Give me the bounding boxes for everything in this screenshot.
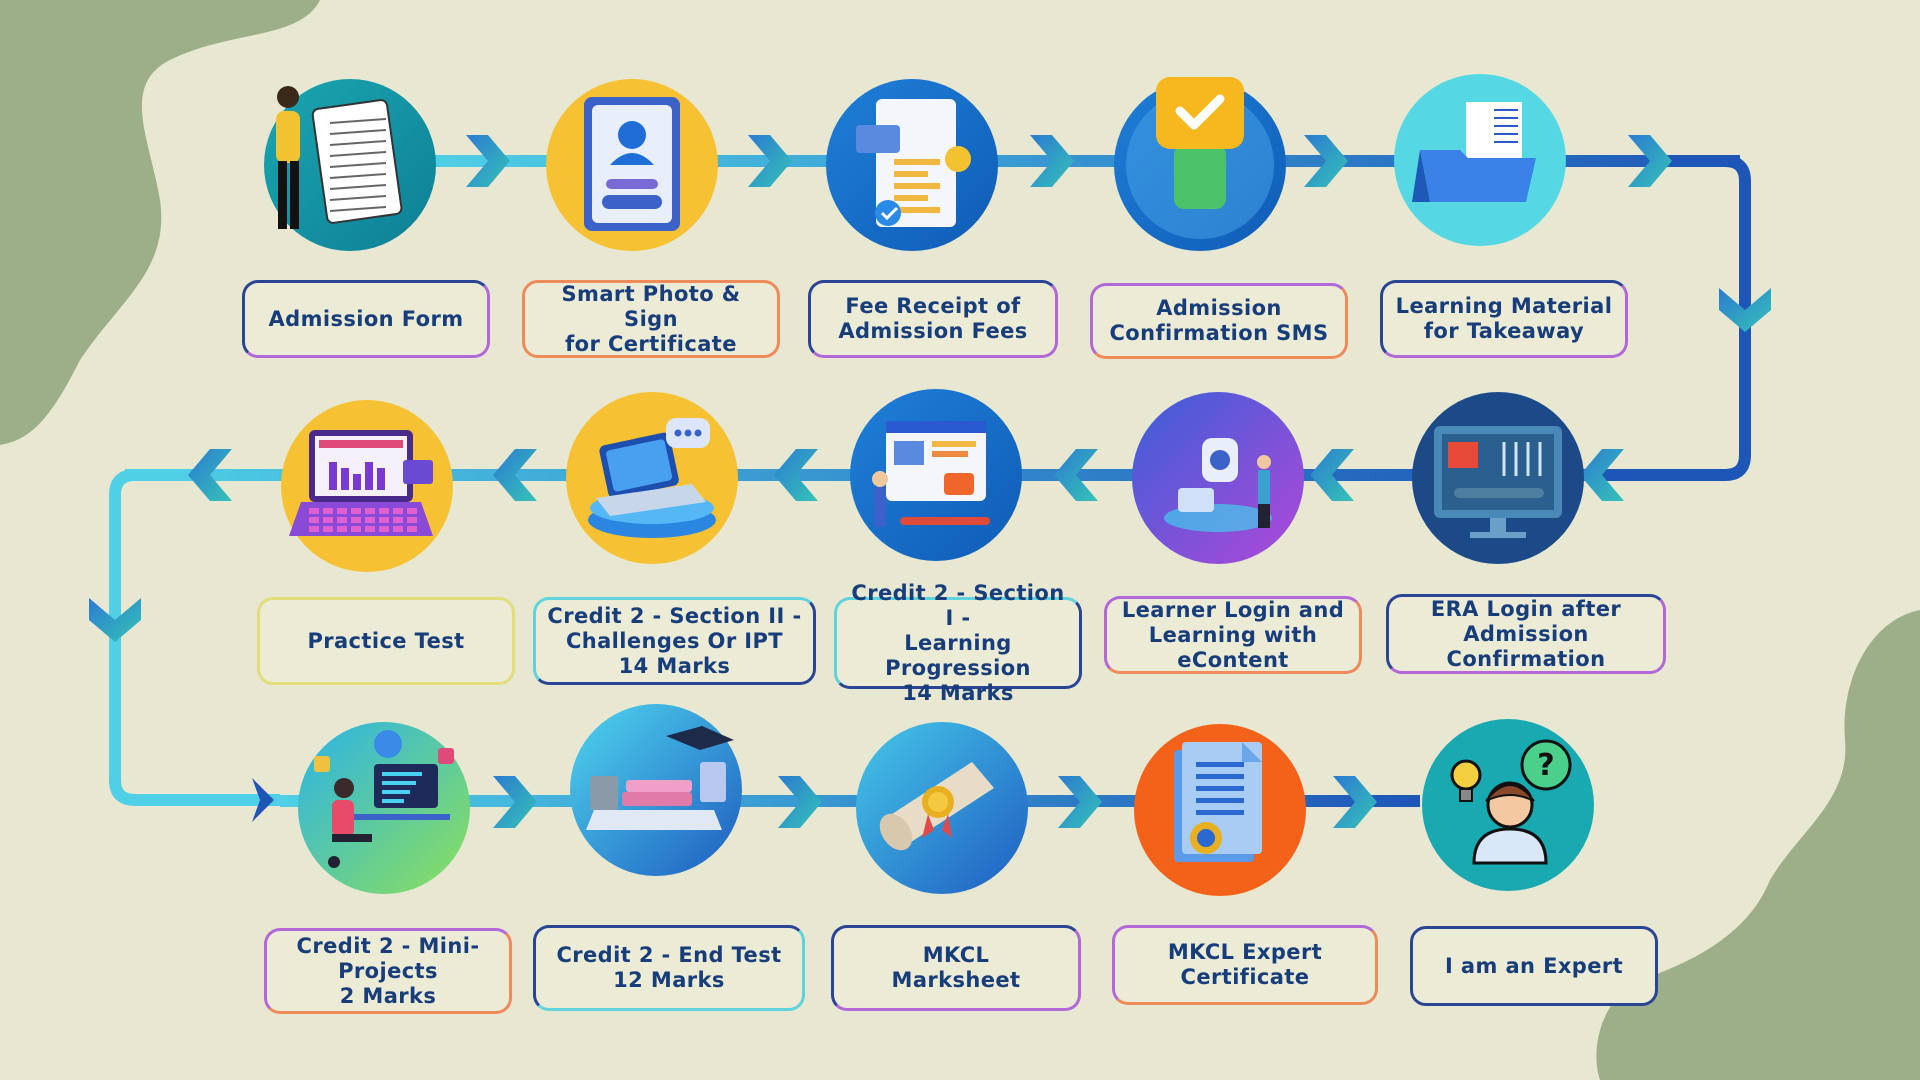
step-label: Admission Confirmation SMS (1109, 296, 1329, 345)
step-3 (826, 79, 998, 251)
folder-icon (1412, 102, 1536, 202)
step-label-box: Learning Material for Takeaway (1380, 280, 1628, 358)
step-label-box: Practice Test (257, 597, 515, 685)
step-label: MKCL Expert Certificate (1167, 940, 1323, 989)
step-label: MKCL Marksheet (891, 943, 1021, 992)
receipt-icon (856, 99, 971, 227)
sms-check-icon (1126, 77, 1274, 239)
step-label-box: MKCL Marksheet (831, 925, 1081, 1011)
step-label-box: Fee Receipt of Admission Fees (808, 280, 1058, 358)
step-label: Smart Photo & Sign for Certificate (561, 281, 741, 356)
flow-arrow-chevron (493, 776, 537, 828)
step-label-box: Admission Confirmation SMS (1090, 283, 1348, 359)
flow-arrow-chevron (748, 135, 792, 187)
step-13 (856, 722, 1028, 894)
monitor-icon (1434, 426, 1562, 538)
certificate-icon (1174, 742, 1262, 862)
step-15: ? (1422, 719, 1594, 891)
flow-arrow-chevron (252, 778, 274, 822)
flow-arrow-chevron (1058, 776, 1102, 828)
flow-arrow-chevron (188, 449, 232, 501)
flow-arrow-chevron (1580, 449, 1624, 501)
step-1 (264, 79, 436, 251)
flow-arrow-chevron (774, 449, 818, 501)
step-label: Practice Test (307, 628, 465, 653)
step-6 (1412, 392, 1584, 564)
study-desk-icon (586, 726, 734, 830)
laptop-chat-icon (588, 418, 716, 538)
expert-icon: ? (1450, 739, 1572, 865)
step-label-box: Admission Form (242, 280, 490, 358)
step-8 (850, 389, 1022, 561)
flow-arrow-chevron (778, 776, 822, 828)
step-label: ERA Login after Admission Confirmation (1430, 596, 1622, 671)
step-label: Learning Material for Takeaway (1395, 294, 1613, 343)
flow-arrow-chevron (1333, 776, 1377, 828)
flow-arrows (89, 135, 1771, 828)
step-14 (1134, 724, 1306, 896)
step-label: I am an Expert (1444, 953, 1624, 978)
step-label-box: I am an Expert (1410, 926, 1658, 1006)
econtent-icon (1164, 438, 1272, 532)
flow-connector-left (109, 469, 280, 806)
flow-arrow-chevron (1054, 449, 1098, 501)
step-label-box: Credit 2 - End Test 12 Marks (533, 925, 805, 1011)
scroll-icon (879, 762, 994, 851)
flow-arrow-chevron (1030, 135, 1074, 187)
step-10 (281, 400, 453, 572)
step-label: Credit 2 - Mini- Projects 2 Marks (296, 933, 480, 1008)
step-12 (570, 704, 742, 876)
step-label-box: Learner Login and Learning with eContent (1104, 596, 1362, 674)
flow-arrow-chevron (493, 449, 537, 501)
step-4 (1114, 77, 1286, 251)
laptop-chart-icon (289, 430, 433, 536)
step-label: Fee Receipt of Admission Fees (838, 294, 1028, 343)
flow-arrow-chevron (1628, 135, 1672, 187)
step-5 (1394, 74, 1566, 246)
step-label-box: Credit 2 - Mini- Projects 2 Marks (264, 928, 512, 1014)
step-label: Credit 2 - End Test 12 Marks (556, 943, 782, 992)
background-blob-top-left (0, 0, 320, 445)
step-label: Credit 2 - Section I - Learning Progress… (851, 580, 1065, 705)
step-label-box: Smart Photo & Sign for Certificate (522, 280, 780, 358)
background-blob-bottom-right (1596, 610, 1920, 1080)
step-label-box: MKCL Expert Certificate (1112, 925, 1378, 1005)
flow-arrow-chevron (1310, 449, 1354, 501)
flow-arrow-chevron (466, 135, 510, 187)
developer-desk-icon (314, 730, 454, 868)
admission-form-icon (276, 86, 403, 229)
step-label-box: Credit 2 - Section II - Challenges Or IP… (533, 597, 816, 685)
step-label: Admission Form (268, 306, 464, 331)
svg-text:?: ? (1537, 748, 1554, 783)
progress-screen-icon (872, 421, 990, 527)
flow-arrow-chevron (89, 598, 141, 642)
step-11 (298, 722, 470, 894)
step-7 (1132, 392, 1304, 564)
step-circles: ? (264, 74, 1594, 896)
flow-arrow-chevron (1304, 135, 1348, 187)
id-card-icon (584, 97, 680, 231)
step-2 (546, 79, 718, 251)
flow-arrow-chevron (1719, 288, 1771, 332)
step-label-box: ERA Login after Admission Confirmation (1386, 594, 1666, 674)
step-label: Credit 2 - Section II - Challenges Or IP… (547, 603, 802, 678)
step-label-box: Credit 2 - Section I - Learning Progress… (834, 581, 1082, 705)
step-label: Learner Login and Learning with eContent (1121, 597, 1345, 672)
step-9 (566, 392, 738, 564)
